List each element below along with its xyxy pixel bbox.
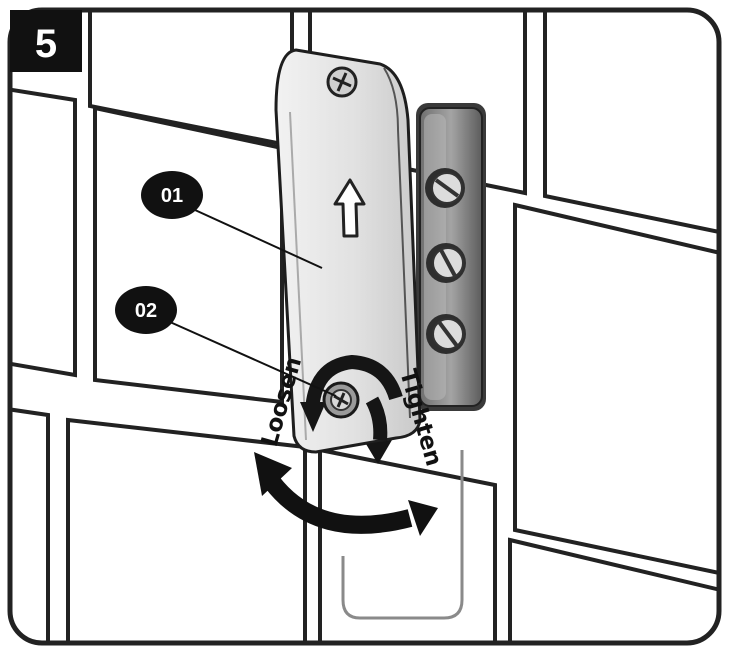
cable [341,450,464,620]
screw-icon [426,314,466,354]
adjust-screw-icon [322,381,360,419]
step-badge: 5 [10,10,82,72]
diagram-frame [7,7,722,646]
up-arrow-icon [333,178,366,238]
callout-01-leader [194,209,323,269]
screw-icon [426,243,466,283]
callout-02: 02 [115,286,177,334]
mounting-bracket [274,48,422,454]
top-screw-icon [326,66,358,98]
callout-01: 01 [141,171,203,219]
adjust-double-arrow [254,452,438,536]
wall-mount [416,103,486,411]
loosen-arrowhead-icon [300,402,326,432]
callout-02-leader [169,321,337,397]
rotation-arc [300,354,403,464]
tighten-arrowhead-icon [366,440,392,464]
double-arrow-right-head-icon [408,500,438,536]
double-arrow-left-head-icon [254,452,292,496]
screw-icon [425,168,465,208]
callout-02-label: 02 [135,300,157,322]
callout-01-label: 01 [161,185,183,207]
step-number: 5 [35,22,57,66]
